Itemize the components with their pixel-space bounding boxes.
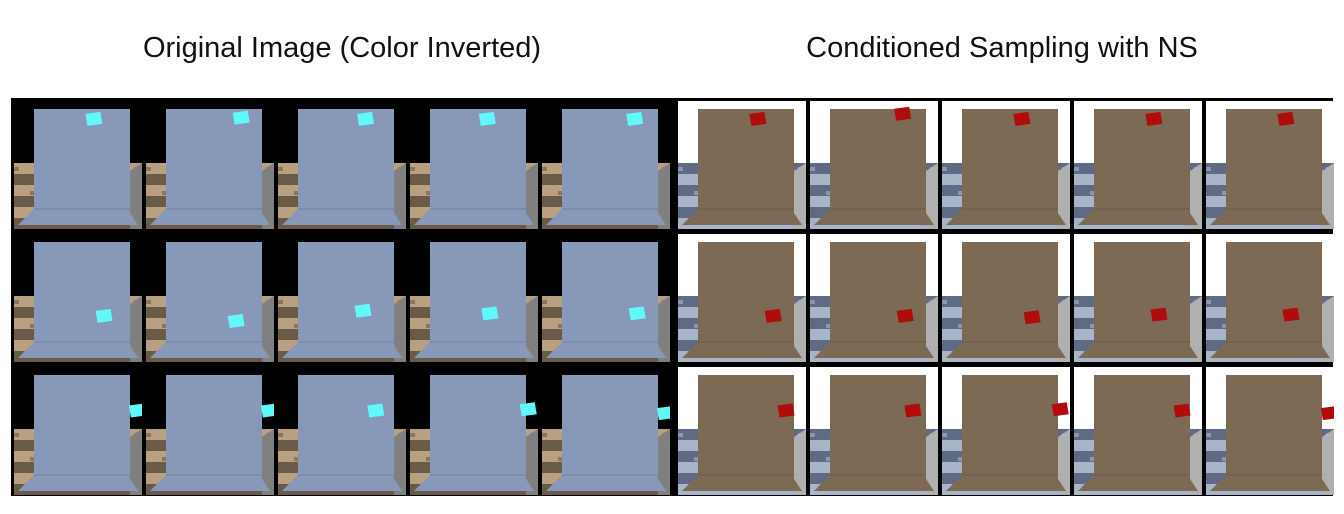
sampled-image-tile bbox=[1206, 101, 1334, 229]
original-image-tile bbox=[278, 101, 406, 229]
sampled-image-tile bbox=[678, 101, 806, 229]
sampled-image-tile bbox=[942, 367, 1070, 495]
conditioned-sampling-title: Conditioned Sampling with NS bbox=[806, 32, 1198, 64]
sampled-image-tile bbox=[1074, 367, 1202, 495]
sampled-image-tile bbox=[810, 367, 938, 495]
original-image-tile bbox=[278, 234, 406, 362]
sampled-image-tile bbox=[678, 234, 806, 362]
sampled-image-tile bbox=[810, 101, 938, 229]
original-image-tile bbox=[278, 367, 406, 495]
original-image-title: Original Image (Color Inverted) bbox=[142, 32, 542, 64]
original-image-tile bbox=[410, 367, 538, 495]
sampled-image-tile bbox=[1074, 101, 1202, 229]
original-image-tile bbox=[146, 234, 274, 362]
original-image-tile bbox=[542, 367, 670, 495]
original-image-tile bbox=[14, 367, 142, 495]
original-image-tile bbox=[542, 234, 670, 362]
sampled-image-tile bbox=[1074, 234, 1202, 362]
original-image-tile bbox=[410, 101, 538, 229]
original-image-tile bbox=[146, 367, 274, 495]
image-grid bbox=[11, 98, 1334, 496]
original-image-tile bbox=[410, 234, 538, 362]
original-image-tile bbox=[146, 101, 274, 229]
original-image-tile bbox=[14, 101, 142, 229]
original-image-tile bbox=[14, 234, 142, 362]
sampled-image-tile bbox=[1206, 234, 1334, 362]
original-image-tile bbox=[542, 101, 670, 229]
sampled-image-tile bbox=[810, 234, 938, 362]
sampled-image-tile bbox=[678, 367, 806, 495]
sampled-image-tile bbox=[942, 234, 1070, 362]
sampled-image-tile bbox=[1206, 367, 1334, 495]
sampled-image-tile bbox=[942, 101, 1070, 229]
